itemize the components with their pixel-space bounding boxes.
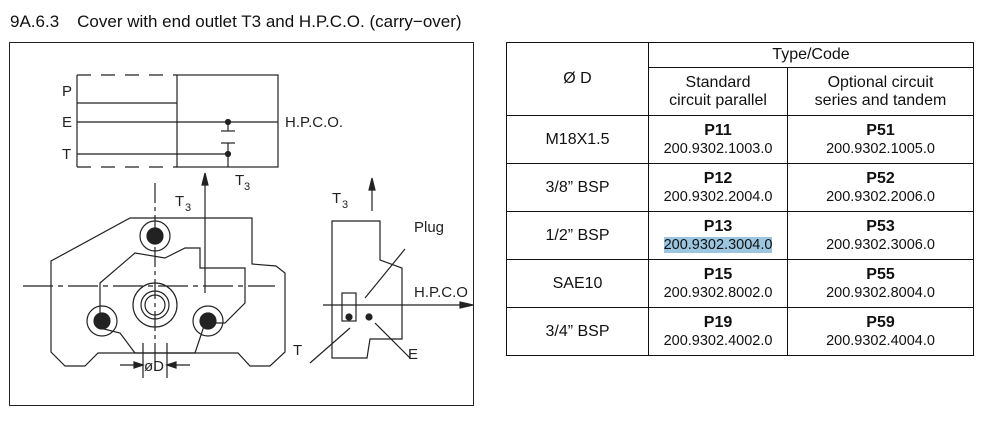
section-number: 9A.6.3 bbox=[10, 12, 60, 31]
svg-text:3: 3 bbox=[244, 181, 250, 193]
header-diameter: Ø D bbox=[506, 42, 649, 116]
svg-text:T: T bbox=[332, 190, 341, 207]
svg-text:3: 3 bbox=[185, 202, 191, 214]
svg-text:T: T bbox=[235, 172, 244, 189]
svg-text:H.P.C.O.: H.P.C.O. bbox=[285, 114, 343, 131]
svg-text:3: 3 bbox=[342, 199, 348, 211]
header-type-code: Type/Code bbox=[648, 42, 974, 68]
svg-text:T: T bbox=[175, 193, 184, 210]
svg-text:Plug: Plug bbox=[414, 219, 444, 236]
svg-text:T: T bbox=[293, 342, 302, 359]
front-view-drawing bbox=[23, 172, 286, 378]
svg-text:øD: øD bbox=[144, 358, 164, 375]
svg-text:T: T bbox=[62, 146, 71, 163]
svg-text:E: E bbox=[408, 346, 418, 363]
svg-text:E: E bbox=[62, 114, 72, 131]
hydraulic-schematic bbox=[76, 74, 279, 168]
section-title: Cover with end outlet T3 and H.P.C.O. (c… bbox=[77, 12, 462, 31]
svg-text:H.P.C.O: H.P.C.O bbox=[414, 284, 468, 301]
technical-drawing: P E T H.P.C.O. T 3 T 3 øD bbox=[9, 42, 474, 406]
label-p: P bbox=[62, 83, 72, 100]
selected-text[interactable]: 200.9302.3004.0 bbox=[663, 236, 773, 253]
section-view-drawing bbox=[309, 177, 474, 364]
section-heading: 9A.6.3 Cover with end outlet T3 and H.P.C… bbox=[10, 12, 462, 32]
